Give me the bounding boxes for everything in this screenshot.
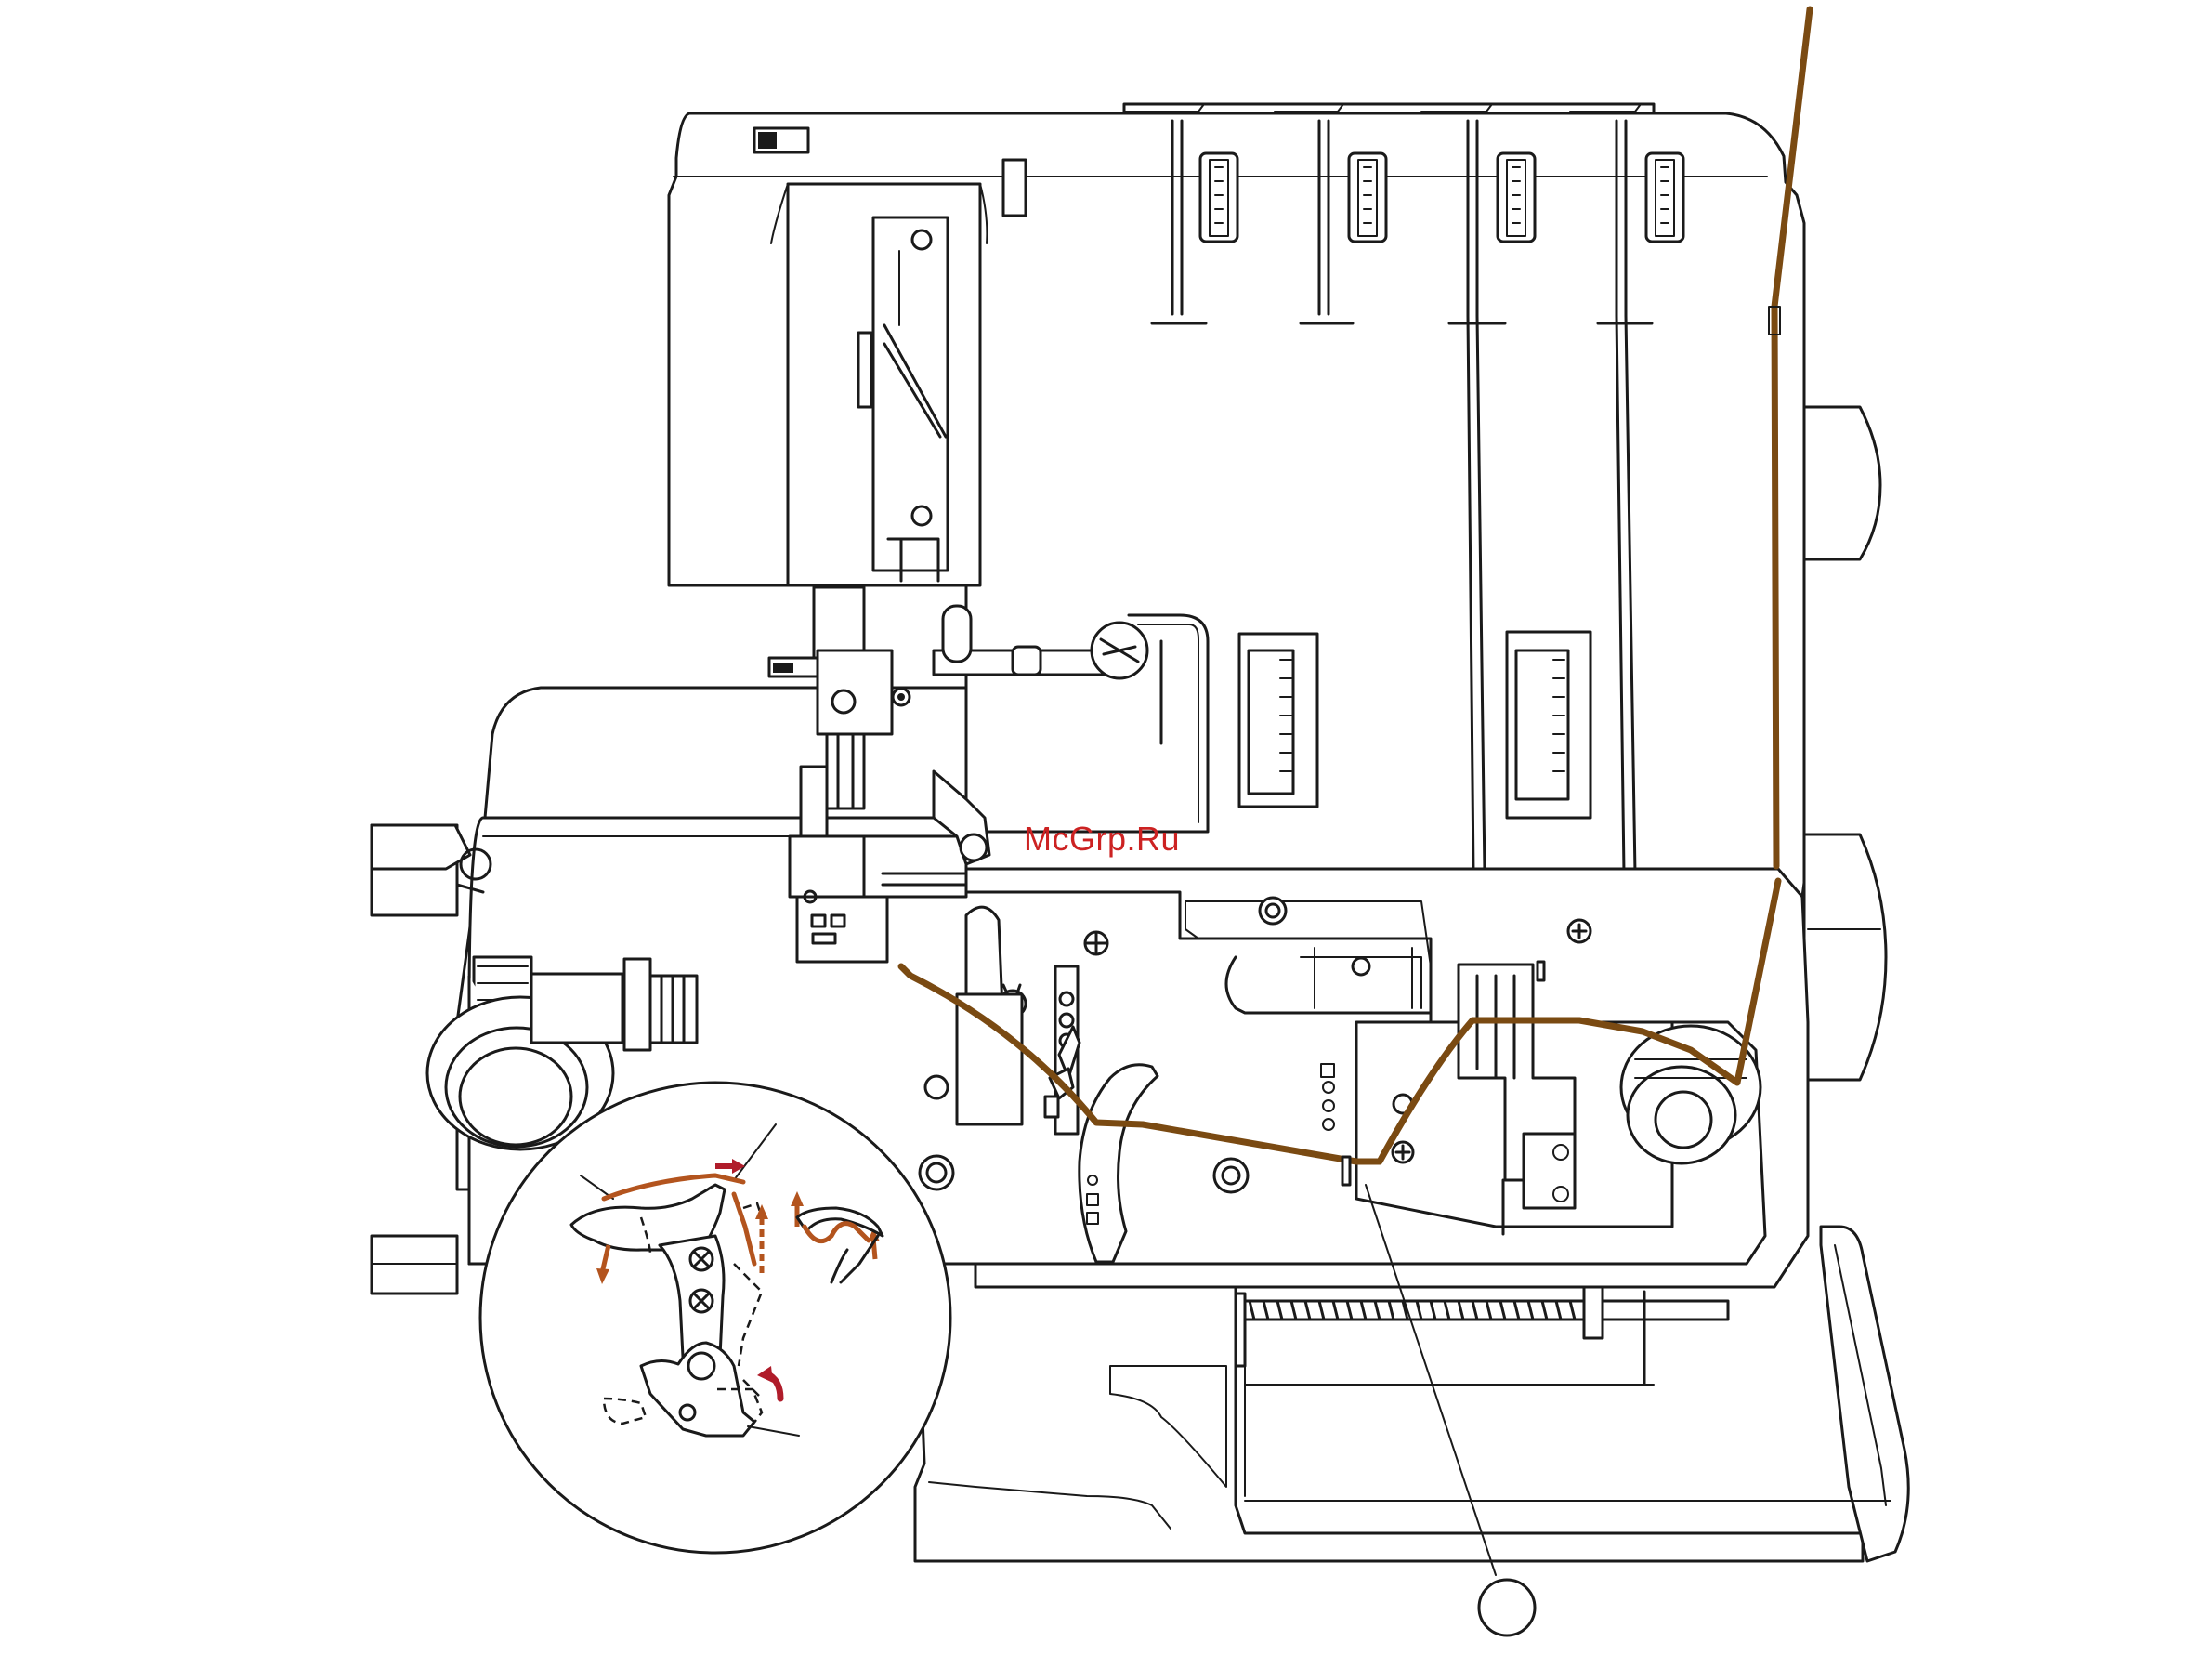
- knob-small: [1003, 160, 1026, 216]
- watermark-text: McGrp.Ru: [1024, 820, 1180, 859]
- needle-bar-plate: [873, 217, 948, 571]
- detail-magnifier: [480, 1083, 950, 1553]
- step-marker-circle: [1479, 1580, 1535, 1635]
- handwheel: [1804, 407, 1886, 1080]
- screw-middle: [1214, 1159, 1248, 1192]
- front-right-cover: [1821, 1227, 1908, 1561]
